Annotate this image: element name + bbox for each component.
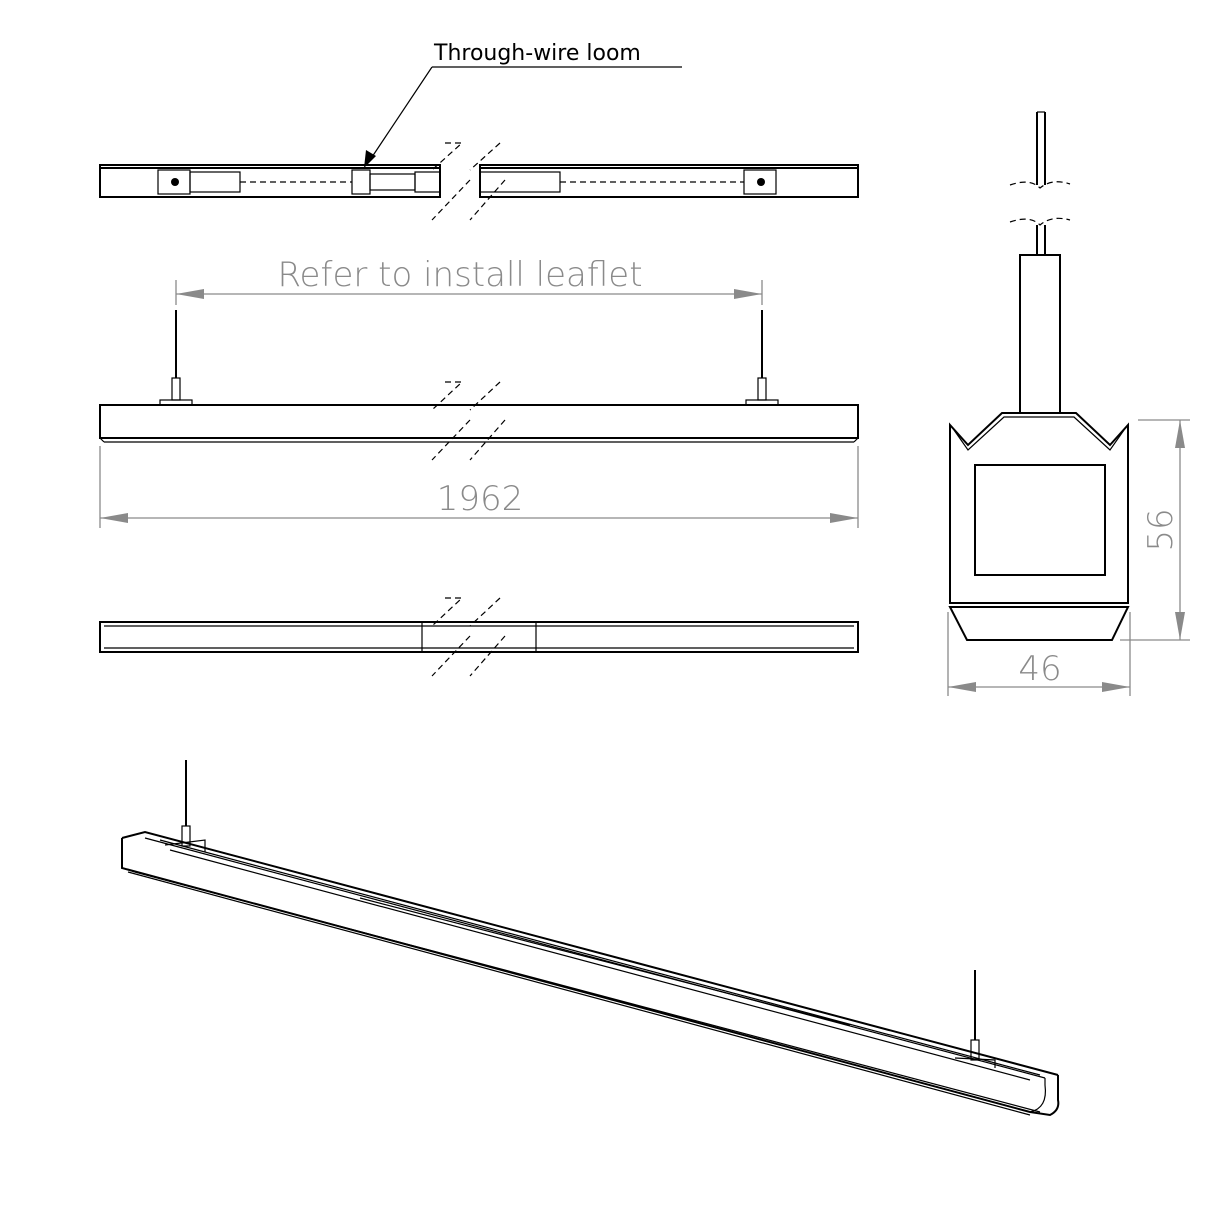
side-view: 1962	[99, 310, 859, 528]
leader-arrow-icon	[364, 150, 376, 168]
install-note: Refer to install leaflet	[277, 255, 642, 295]
height-dimension: 56	[1141, 508, 1181, 551]
length-dimension: 1962	[437, 479, 524, 519]
top-view: Through-wire loom	[99, 41, 859, 221]
bottom-view	[99, 597, 859, 677]
isometric-view	[121, 760, 1060, 1117]
width-dimension: 46	[1018, 649, 1061, 689]
loom-label: Through-wire loom	[433, 41, 641, 66]
install-dimension: Refer to install leaflet	[175, 255, 763, 305]
end-view: 56 46	[947, 111, 1190, 696]
